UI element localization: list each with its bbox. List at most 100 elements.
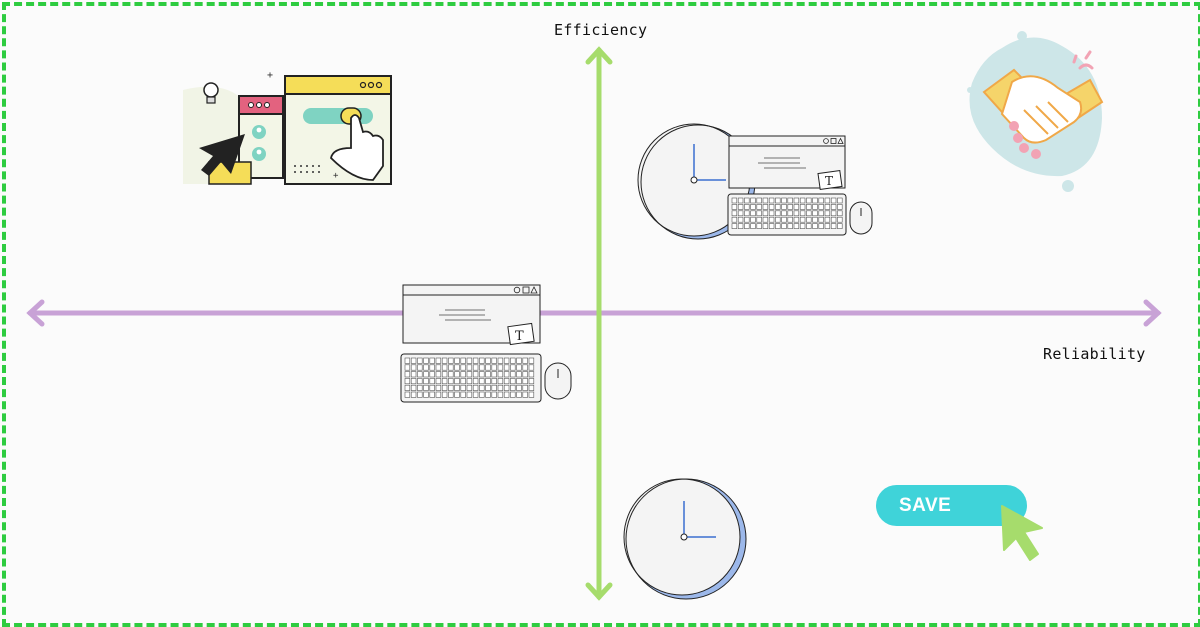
keyboard-key xyxy=(737,223,744,229)
keyboard-key xyxy=(806,197,812,204)
keyboard-key xyxy=(806,204,812,210)
keyboard-key xyxy=(460,384,466,391)
keyboard-key xyxy=(516,357,522,364)
keyboard-key xyxy=(448,378,454,385)
keyboard-key xyxy=(423,371,429,378)
text-tool-glyph: T xyxy=(515,329,524,344)
keyboard-key xyxy=(435,371,442,378)
keyboard-key xyxy=(497,384,504,391)
keyboard-key xyxy=(479,378,485,385)
keyboard-key xyxy=(491,378,497,385)
keyboard-key xyxy=(837,223,843,229)
keyboard-key xyxy=(522,391,528,398)
keyboard-key xyxy=(812,216,818,223)
keyboard-key xyxy=(762,204,769,210)
keyboard-key xyxy=(830,210,837,217)
keyboard-key xyxy=(528,378,535,385)
browser-window-icon: T xyxy=(402,284,541,346)
keyboard-key xyxy=(497,364,504,371)
keyboard-key xyxy=(497,391,504,398)
keyboard-key xyxy=(799,197,806,204)
mouse-icon xyxy=(849,201,873,235)
keyboard-key xyxy=(448,364,454,371)
keyboard-key xyxy=(781,197,787,204)
keyboard-key xyxy=(485,364,491,371)
keyboard-key xyxy=(423,384,429,391)
keyboard-key xyxy=(768,210,775,217)
keyboard-key xyxy=(510,371,516,378)
keyboard-key xyxy=(417,371,423,378)
keyboard-key xyxy=(793,223,800,229)
horizontal-axis-label: Reliability xyxy=(1043,345,1146,363)
keyboard-key xyxy=(837,204,843,210)
keyboard-key xyxy=(472,391,479,398)
keyboard-key xyxy=(744,204,750,210)
keyboard-key xyxy=(775,197,781,204)
keyboard-key xyxy=(485,371,491,378)
keyboard-key xyxy=(429,384,435,391)
keyboard-key xyxy=(750,197,756,204)
keyboard-key xyxy=(510,391,516,398)
keyboard-key xyxy=(781,223,787,229)
keyboard-key xyxy=(472,364,479,371)
keyboard-key xyxy=(737,197,744,204)
keyboard-key xyxy=(491,391,497,398)
keyboard-key xyxy=(479,364,485,371)
keyboard-key xyxy=(485,357,491,364)
keyboard-key xyxy=(750,210,756,217)
keyboard-key xyxy=(404,384,411,391)
keyboard-key xyxy=(491,371,497,378)
keyboard-key xyxy=(472,384,479,391)
keyboard-key xyxy=(429,371,435,378)
keyboard-key xyxy=(516,391,522,398)
keyboard-key xyxy=(417,378,423,385)
clock-keyboard-illustration: T xyxy=(637,123,873,240)
keyboard-key xyxy=(787,216,793,223)
keyboard-key xyxy=(830,223,837,229)
keyboard-key xyxy=(781,204,787,210)
keyboard-key xyxy=(731,223,738,229)
keyboard-key xyxy=(837,210,843,217)
keyboard-key xyxy=(824,223,831,229)
vertical-axis xyxy=(585,46,613,601)
keyboard-key xyxy=(762,210,769,217)
keyboard-key xyxy=(429,357,435,364)
keyboard-icon xyxy=(727,193,847,236)
keyboard-key xyxy=(737,210,744,217)
keyboard-key xyxy=(466,384,473,391)
keyboard-key xyxy=(404,364,411,371)
keyboard-key xyxy=(404,371,411,378)
clock-icon xyxy=(637,123,756,240)
keyboard-key xyxy=(522,378,528,385)
keyboard-icon xyxy=(400,353,542,403)
keyboard-key xyxy=(787,223,793,229)
keyboard-key xyxy=(435,391,442,398)
keyboard-key xyxy=(750,223,756,229)
keyboard-key xyxy=(460,357,466,364)
keyboard-key xyxy=(460,378,466,385)
web-ui-illustration: + + xyxy=(183,70,392,185)
keyboard-key xyxy=(516,378,522,385)
keyboard-key xyxy=(737,204,744,210)
keyboard-key xyxy=(410,391,417,398)
keyboard-key xyxy=(799,216,806,223)
keyboard-key xyxy=(503,391,510,398)
keyboard-key xyxy=(479,391,485,398)
keyboard-key xyxy=(818,210,824,217)
keyboard-key xyxy=(750,204,756,210)
keyboard-key xyxy=(812,210,818,217)
keyboard-key xyxy=(830,204,837,210)
keyboard-key xyxy=(775,216,781,223)
keyboard-key xyxy=(417,357,423,364)
keyboard-key xyxy=(510,384,516,391)
keyboard-key xyxy=(454,378,460,385)
keyboard-key xyxy=(806,223,812,229)
keyboard-key xyxy=(528,391,535,398)
keyboard-key xyxy=(454,384,460,391)
keyboard-key xyxy=(830,216,837,223)
keyboard-key xyxy=(799,223,806,229)
keyboard-key xyxy=(448,357,454,364)
keyboard-key xyxy=(837,197,843,204)
keyboard-key xyxy=(448,371,454,378)
keyboard-key xyxy=(787,210,793,217)
